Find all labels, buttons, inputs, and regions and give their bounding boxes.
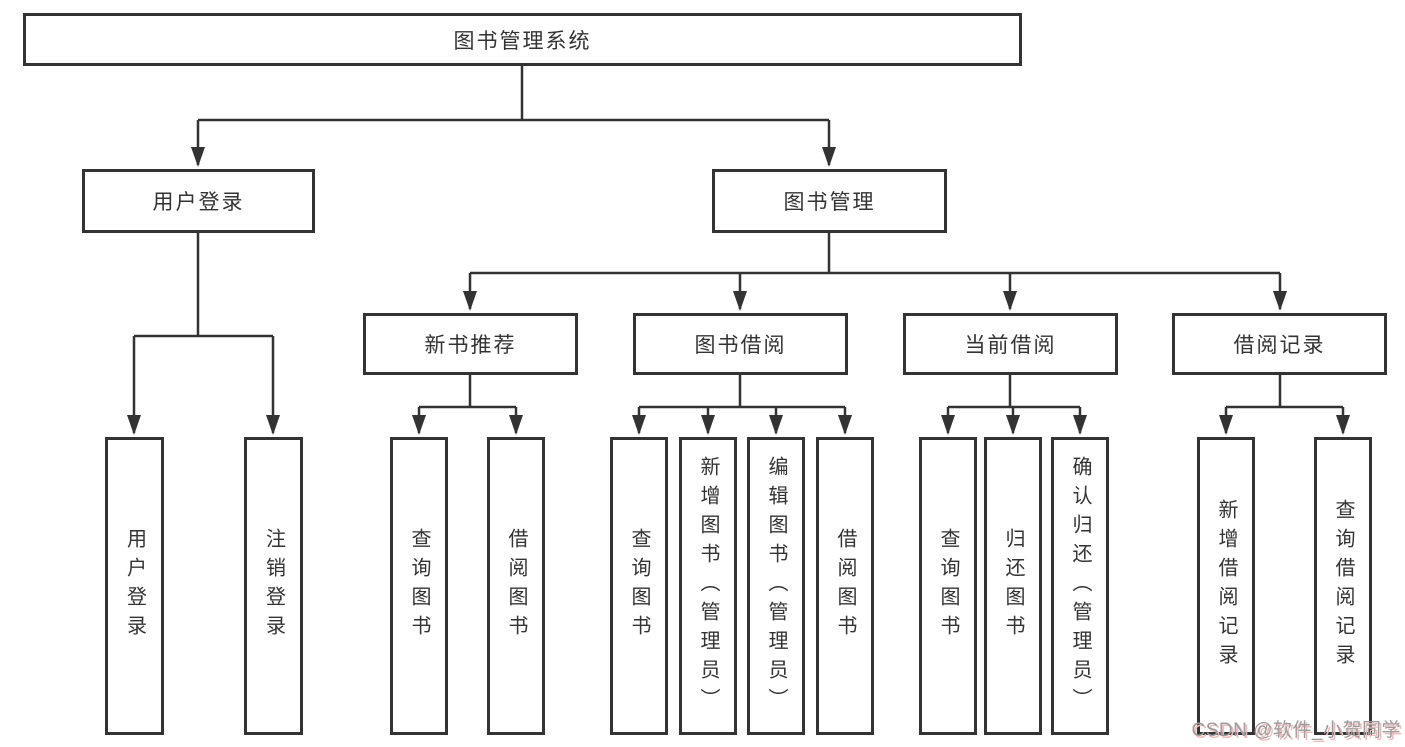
node-current-borrowing: 当前借阅	[903, 313, 1118, 375]
leaf-borrowing-query-books-label: 查询图书	[628, 528, 650, 644]
leaf-recommend-borrow-books: 借阅图书	[487, 437, 545, 735]
leaf-records-add-record: 新增借阅记录	[1197, 437, 1255, 735]
node-current-borrowing-label: 当前借阅	[964, 334, 1057, 357]
leaf-borrowing-edit-books-admin-label: 编辑图书（管理员）	[765, 455, 787, 717]
leaf-borrowing-borrow-books-label: 借阅图书	[834, 528, 856, 644]
leaf-records-query-record: 查询借阅记录	[1314, 437, 1372, 735]
leaf-current-return-books: 归还图书	[984, 437, 1042, 735]
node-user-login-label: 用户登录	[152, 191, 245, 214]
leaf-logout: 注销登录	[244, 437, 303, 735]
leaf-current-query-books: 查询图书	[919, 437, 977, 735]
leaf-user-login: 用户登录	[105, 437, 164, 735]
leaf-borrowing-edit-books-admin: 编辑图书（管理员）	[747, 437, 805, 735]
leaf-current-query-books-label: 查询图书	[937, 528, 959, 644]
leaf-recommend-borrow-books-label: 借阅图书	[505, 528, 527, 644]
leaf-current-return-books-label: 归还图书	[1002, 528, 1024, 644]
node-user-login: 用户登录	[82, 169, 315, 233]
leaf-records-add-record-label: 新增借阅记录	[1215, 499, 1237, 673]
node-new-book-recommend-label: 新书推荐	[424, 334, 517, 357]
leaf-recommend-query-books-label: 查询图书	[408, 528, 430, 644]
node-borrowing-records: 借阅记录	[1172, 313, 1387, 375]
node-book-management-label: 图书管理	[783, 191, 876, 214]
node-library-system: 图书管理系统	[23, 13, 1022, 66]
leaf-recommend-query-books: 查询图书	[390, 437, 448, 735]
leaf-current-confirm-return-admin-label: 确认归还（管理员）	[1069, 455, 1091, 717]
csdn-watermark: CSDN @软件_小贺同学	[1191, 720, 1401, 741]
node-borrowing-records-label: 借阅记录	[1233, 334, 1326, 357]
node-book-management: 图书管理	[712, 169, 947, 233]
node-book-borrowing: 图书借阅	[633, 313, 848, 375]
leaf-borrowing-add-books-admin-label: 新增图书（管理员）	[697, 455, 719, 717]
leaf-user-login-label: 用户登录	[123, 528, 146, 644]
leaf-logout-label: 注销登录	[262, 528, 285, 644]
leaf-records-query-record-label: 查询借阅记录	[1332, 499, 1354, 673]
leaf-current-confirm-return-admin: 确认归还（管理员）	[1051, 437, 1109, 735]
leaf-borrowing-add-books-admin: 新增图书（管理员）	[679, 437, 737, 735]
leaf-borrowing-borrow-books: 借阅图书	[816, 437, 874, 735]
node-library-system-label: 图书管理系统	[453, 29, 592, 53]
leaf-borrowing-query-books: 查询图书	[610, 437, 668, 735]
node-new-book-recommend: 新书推荐	[363, 313, 578, 375]
node-book-borrowing-label: 图书借阅	[694, 334, 787, 357]
